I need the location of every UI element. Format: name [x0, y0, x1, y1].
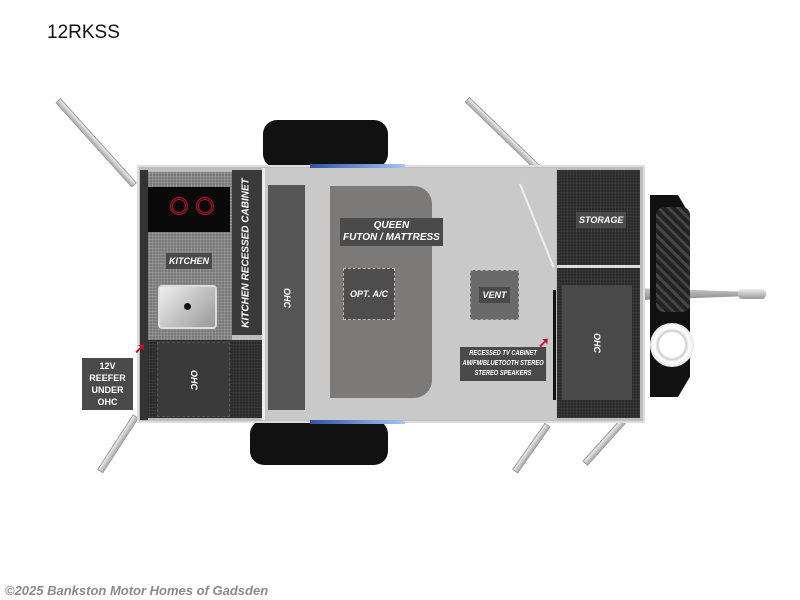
tv-cabinet: [553, 290, 556, 400]
opt-ac-label: OPT. A/C: [350, 289, 388, 299]
kitchen-cabinet-label: KITCHEN RECESSED CABINET: [241, 177, 252, 328]
divider: [262, 168, 265, 420]
tire-bottom: [250, 420, 388, 465]
ohc-label: OHC: [281, 287, 292, 308]
ohc-rear: OHC: [157, 342, 230, 417]
storage-label: STORAGE: [576, 212, 627, 228]
door-strut: [512, 422, 551, 474]
red-arrow-icon: ➚: [134, 340, 146, 356]
reefer-label-line: 12V: [99, 361, 116, 371]
door-strut: [464, 96, 545, 175]
reefer-label-line: REEFER: [89, 373, 126, 383]
window-bottom: [310, 419, 405, 424]
kitchen-label: KITCHEN: [166, 253, 212, 269]
jack-icon: [650, 323, 694, 367]
stove-icon: [148, 187, 230, 232]
reefer-label: 12V REEFER UNDER OHC: [82, 358, 133, 410]
ohc-side: OHC: [268, 185, 305, 410]
door-strut: [582, 418, 626, 466]
vent-label: VENT: [479, 287, 510, 303]
window-top: [310, 164, 405, 169]
front-divider: [557, 265, 640, 268]
red-arrow-icon: ➚: [538, 334, 550, 350]
tv-label-line: AM/FM/BLUETOOTH STEREO: [462, 360, 544, 367]
tv-label-line: RECESSED TV CABINET: [469, 350, 537, 357]
opt-ac: OPT. A/C: [343, 268, 395, 320]
ohc-label: OHC: [592, 332, 602, 353]
spare-tire: [656, 207, 690, 312]
queen-label-line: FUTON / MATTRESS: [343, 232, 440, 243]
ohc-front: OHC: [562, 285, 632, 400]
sink-icon: [158, 285, 217, 329]
ohc-label: OHC: [188, 369, 199, 390]
hitch: [738, 289, 766, 299]
door-strut: [97, 414, 139, 474]
queen-label: QUEEN FUTON / MATTRESS: [340, 218, 443, 246]
queen-label-line: QUEEN: [373, 220, 410, 231]
reefer-label-line: UNDER OHC: [91, 385, 124, 407]
copyright-footer: ©2025 Bankston Motor Homes of Gadsden: [5, 583, 269, 598]
tire-top: [263, 120, 388, 168]
vent: VENT: [470, 270, 519, 320]
rear-wall: [140, 170, 148, 420]
tv-label-line: STEREO SPEAKERS: [474, 370, 532, 377]
model-title: 12RKSS: [47, 22, 120, 43]
kitchen-recessed-cabinet: KITCHEN RECESSED CABINET: [232, 170, 262, 335]
tv-cabinet-label: RECESSED TV CABINET AM/FM/BLUETOOTH STER…: [460, 347, 547, 381]
door-strut: [55, 98, 137, 188]
